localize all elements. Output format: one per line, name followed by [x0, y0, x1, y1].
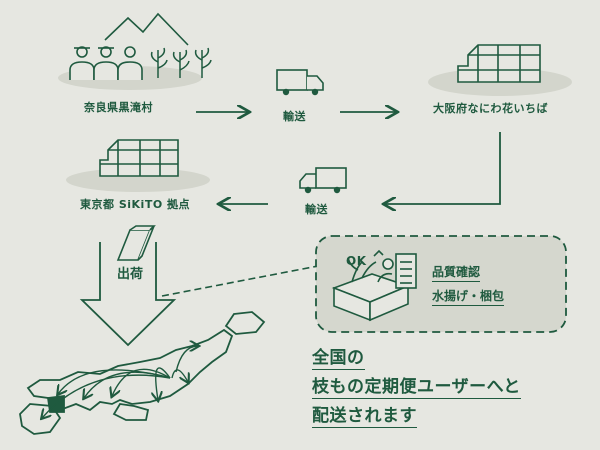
truck-icon	[276, 69, 324, 96]
checklist-icon	[395, 253, 417, 289]
shipping-arrow	[79, 242, 177, 347]
shikoku-shape	[112, 403, 150, 421]
truck-icon	[299, 167, 347, 194]
flow-arrows	[196, 112, 501, 204]
ok-check-icon	[373, 249, 384, 257]
dashed-connector	[161, 265, 319, 297]
message-line-3: 配送されます	[312, 401, 417, 428]
ok-label: OK	[346, 254, 367, 268]
message-line-1: 全国の	[312, 343, 365, 370]
hokkaido-shape	[224, 311, 266, 335]
delivery-arcs	[42, 346, 198, 418]
tokyo-label: 東京都 SiKiTO 拠点	[80, 198, 191, 211]
arrow-osaka-down	[385, 132, 501, 204]
people-icon	[69, 46, 143, 80]
message-line-2: 枝もの定期便ユーザーへと	[312, 372, 521, 399]
osaka-market-illustration	[428, 44, 572, 96]
mountain-icon	[104, 12, 189, 46]
box-icon	[116, 225, 156, 261]
shipping-label: 出荷	[117, 267, 144, 282]
tokyo-building-illustration	[66, 139, 210, 192]
osaka-label: 大阪府なにわ花いちば	[433, 102, 548, 115]
origin-label: 奈良県黒滝村	[84, 101, 153, 114]
quality-check-label: 品質確認	[432, 263, 481, 282]
transport-label-2: 輸送	[305, 203, 328, 216]
packing-label: 水揚げ・梱包	[432, 287, 505, 306]
packing-illustration	[331, 249, 417, 322]
branch-icon	[150, 47, 212, 78]
village-illustration	[58, 12, 212, 90]
transport-label-1: 輸送	[283, 110, 306, 123]
